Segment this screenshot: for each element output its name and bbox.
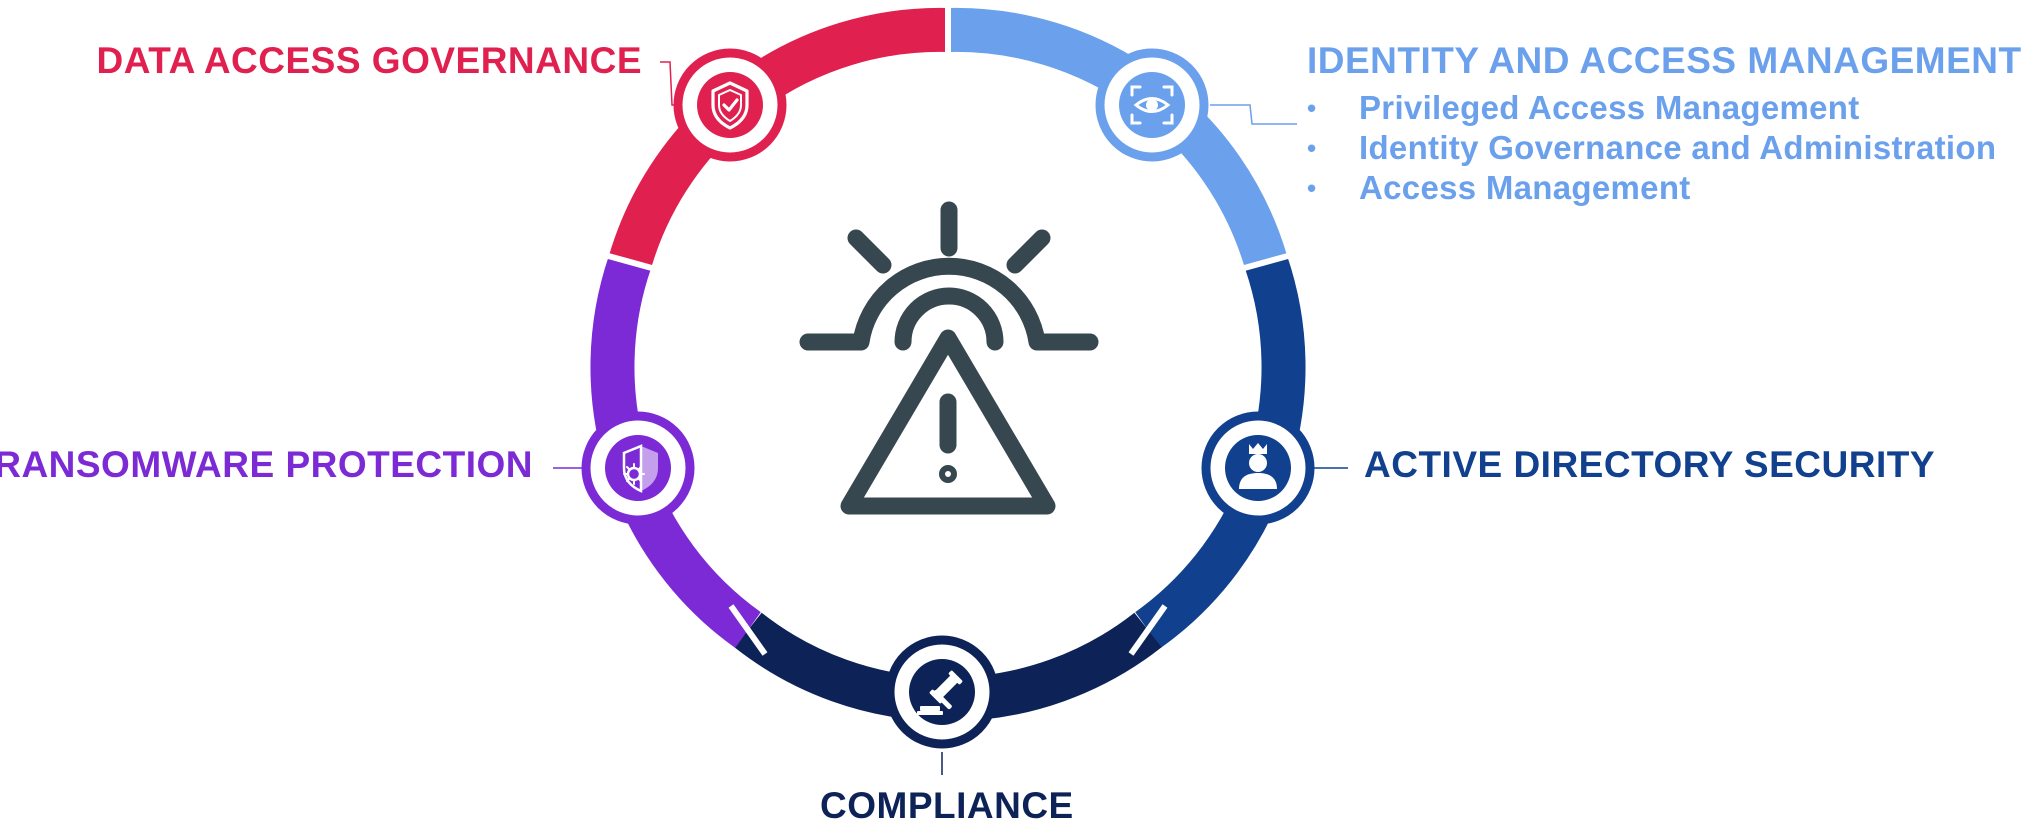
gavel-icon	[917, 670, 963, 715]
iam-sub-list: •Privileged Access Management •Identity …	[1307, 88, 1996, 208]
bullet-icon: •	[1307, 93, 1317, 123]
alert-beacon-icon	[799, 201, 1099, 515]
label-compliance: COMPLIANCE	[820, 785, 1074, 826]
label-data-access-governance: DATA ACCESS GOVERNANCE	[96, 40, 642, 81]
ring-arc-data-access-governance	[608, 7, 949, 269]
list-item: •Access Management	[1307, 169, 1691, 206]
label-identity-and-access-management: IDENTITY AND ACCESS MANAGEMENT	[1307, 40, 2022, 81]
connector-identity-and-access-management	[1210, 104, 1297, 125]
node-active-directory-security[interactable]	[1201, 411, 1315, 525]
ring-separators	[600, 2, 1296, 656]
node-compliance[interactable]	[885, 635, 999, 749]
node-ransomware-protection[interactable]	[581, 411, 695, 525]
user-crown-icon	[1239, 443, 1277, 489]
label-active-directory-security: ACTIVE DIRECTORY SECURITY	[1364, 444, 1936, 485]
list-item: •Identity Governance and Administration	[1307, 129, 1997, 166]
node-identity-and-access-management[interactable]	[1095, 48, 1209, 162]
shield-virus-icon	[622, 444, 658, 493]
bullet-icon: •	[1307, 133, 1317, 163]
ring-arc-identity-and-access-management	[947, 7, 1288, 269]
node-data-access-governance[interactable]	[673, 48, 787, 162]
label-ransomware-protection: RANSOMWARE PROTECTION	[0, 444, 533, 485]
list-item: •Privileged Access Management	[1307, 89, 1860, 126]
bullet-icon: •	[1307, 173, 1317, 203]
shield-check-icon	[711, 81, 749, 130]
eye-scan-icon	[1130, 85, 1174, 125]
